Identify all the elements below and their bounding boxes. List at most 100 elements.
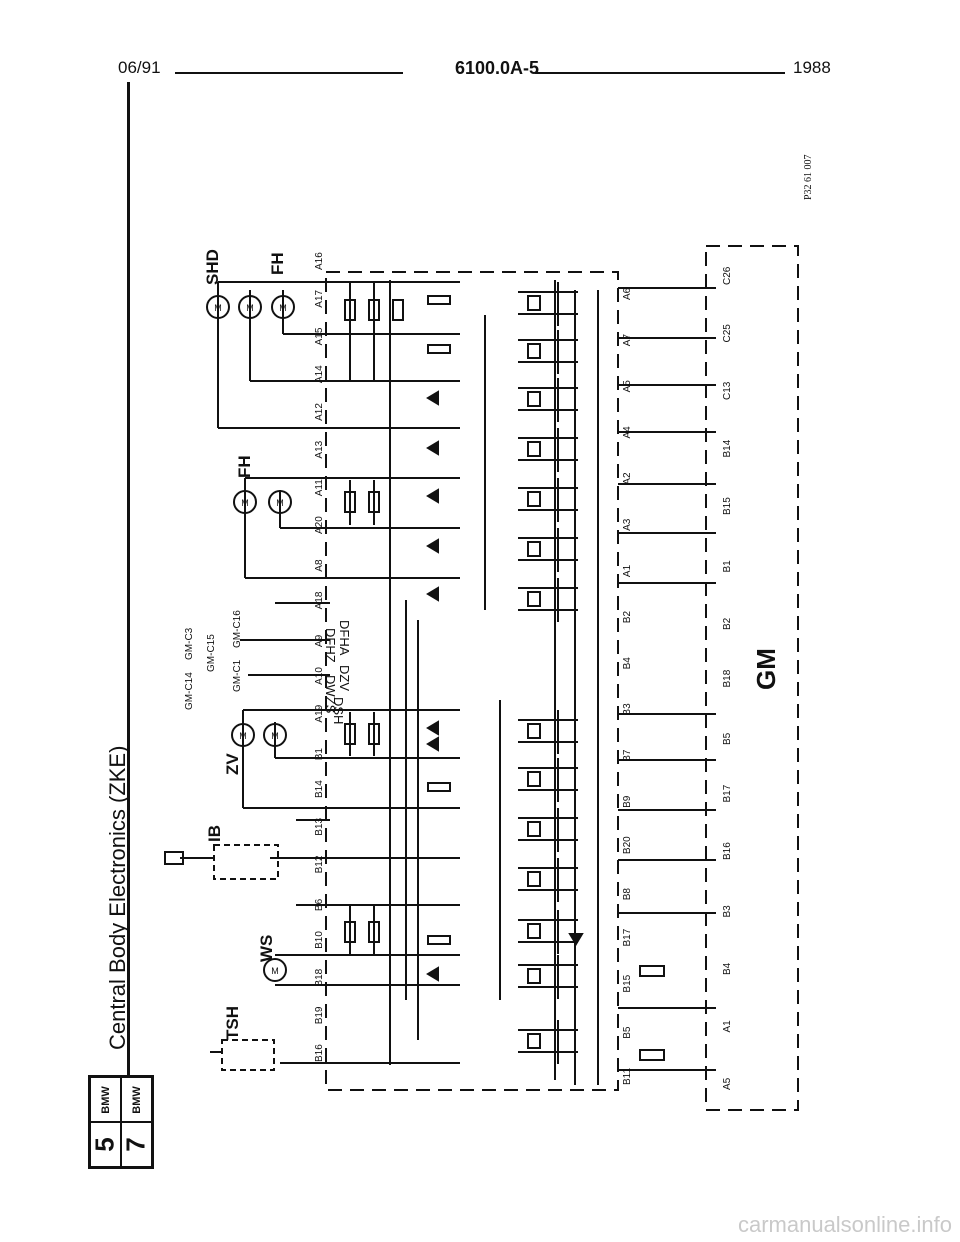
- watermark-footer: carmanualsonline.info: [737, 1212, 952, 1237]
- gm-outline: [705, 245, 799, 1111]
- gm-ref-c15: GM-C15: [206, 634, 217, 672]
- pins-left-pin: B16: [314, 1044, 325, 1062]
- pins-gm-pin: C26: [722, 266, 733, 285]
- tsh-outline: [221, 1039, 275, 1071]
- header-rule-left: [175, 72, 403, 74]
- svg-text:M: M: [276, 498, 284, 508]
- gm-ref-c3: GM-C3: [184, 627, 195, 660]
- pins-left-pin: B13: [314, 817, 325, 835]
- pins-left-pin: B19: [314, 1006, 325, 1024]
- module-label-tsh: TSH: [223, 1006, 242, 1040]
- pins-left-pin: B1: [314, 748, 325, 761]
- pins-right-pin: A4: [622, 426, 633, 439]
- pins-gm-pin: A5: [722, 1077, 733, 1090]
- header-doc-number: 6100.0A-5: [455, 58, 540, 78]
- pins-left-pin: A16: [314, 252, 325, 270]
- header-date: 06/91: [118, 58, 161, 77]
- svg-text:M: M: [271, 731, 279, 741]
- pins-gm-pin: B14: [722, 439, 733, 457]
- left-pin-labels: B16B19B18B10B6B12B13B14B1A19A10A9A18A8A2…: [314, 252, 325, 1062]
- gm-ref-c14: GM-C14: [184, 672, 195, 710]
- module-label-fh-top: FH: [268, 252, 287, 275]
- pins-gm-pin: A1: [722, 1020, 733, 1033]
- pins-gm-pin: B3: [722, 905, 733, 918]
- module-label-ws: WS: [257, 935, 276, 962]
- internal-bus: [389, 280, 599, 1085]
- pins-right-pin: B4: [622, 657, 633, 670]
- pins-right-pin: A1: [622, 564, 633, 577]
- pins-left-pin: A14: [314, 365, 325, 383]
- pins-left-pin: A20: [314, 516, 325, 534]
- motor-symbols: [206, 295, 295, 982]
- gm-ref-c16: GM-C16: [232, 610, 243, 648]
- pins-right-pin: B11: [622, 1068, 633, 1085]
- module-label-fh-mid: FH: [235, 455, 254, 478]
- svg-text:M: M: [239, 731, 247, 741]
- page-margin-rule: [127, 82, 130, 1082]
- signal-dfhz: DFHZ: [323, 628, 338, 663]
- svg-text:M: M: [246, 303, 254, 313]
- pins-right-pin: B9: [622, 795, 633, 808]
- pins-right-pin: A6: [622, 287, 633, 300]
- pins-left-pin: A13: [314, 440, 325, 458]
- signal-dfha: DFHA: [337, 620, 352, 656]
- module-label-gm: GM: [751, 648, 781, 690]
- pins-gm-pin: C13: [722, 381, 733, 400]
- pins-gm-pin: B16: [722, 842, 733, 860]
- gm-pin-labels: A5 A1 B4 B3 B16 B17 B5 B18 B2 B1 B15 B14 C13 C25 C26: [722, 266, 733, 1090]
- internal-wiring: [330, 281, 460, 1064]
- pins-left-pin: A10: [314, 667, 325, 685]
- relay-bank: [518, 282, 578, 1064]
- svg-text:M: M: [279, 303, 287, 313]
- pins-left-pin: A9: [314, 634, 325, 647]
- pins-left-pin: A11: [314, 479, 325, 496]
- pins-right-pin: A7: [622, 334, 633, 347]
- control-unit-outline: [325, 271, 619, 1091]
- pins-right-pin: B15: [622, 974, 633, 992]
- pins-right-pin: B5: [622, 1026, 633, 1039]
- pins-gm-pin: B18: [722, 669, 733, 687]
- module-label-zv: ZV: [223, 753, 242, 775]
- pins-right-pin: B17: [622, 928, 633, 946]
- pins-right-pin: A2: [622, 472, 633, 485]
- pins-gm-pin: B17: [722, 784, 733, 802]
- pins-right-pin: B7: [622, 749, 633, 762]
- svg-text:M: M: [241, 498, 249, 508]
- pins-left-pin: A12: [314, 403, 325, 421]
- pins-gm-pin: C25: [722, 324, 733, 343]
- resistors: [344, 295, 665, 1061]
- gm-ref-c1: GM-C1: [232, 659, 243, 692]
- signal-dzv: DZV: [337, 665, 352, 691]
- pins-right-pin: A3: [622, 518, 633, 531]
- pins-right-pin: B20: [622, 836, 633, 854]
- pins-gm-pin: B1: [722, 560, 733, 573]
- header-year: 1988: [793, 58, 831, 77]
- gm-connector-wires: [618, 287, 716, 1071]
- ib-plug: [164, 851, 184, 865]
- signal-dsh: DSH: [331, 697, 346, 724]
- pins-left-pin: B6: [314, 898, 325, 911]
- pins-left-pin: A18: [314, 591, 325, 609]
- motor-wiring: [180, 281, 330, 1064]
- pins-left-pin: A15: [314, 327, 325, 345]
- pins-gm-pin: B15: [722, 497, 733, 515]
- svg-text:M: M: [214, 303, 222, 313]
- pins-gm-pin: B2: [722, 617, 733, 630]
- bmw-series-logo: BMW BMW 5 7: [88, 1075, 154, 1169]
- signal-dwzs: DWZS: [323, 675, 338, 714]
- pins-left-pin: B12: [314, 855, 325, 873]
- svg-text:M: M: [271, 966, 279, 976]
- pins-right-pin: B3: [622, 703, 633, 716]
- ib-outline: [213, 844, 279, 880]
- pins-left-pin: A17: [314, 289, 325, 307]
- pins-right-pin: A5: [622, 380, 633, 393]
- pins-right-pin: B2: [622, 611, 633, 624]
- pins-gm-pin: B5: [722, 732, 733, 745]
- pins-left-pin: A19: [314, 704, 325, 722]
- pins-left-pin: B10: [314, 931, 325, 949]
- pins-gm-pin: B4: [722, 962, 733, 975]
- module-label-shd: SHD: [203, 249, 222, 285]
- module-label-ib: IB: [205, 825, 224, 842]
